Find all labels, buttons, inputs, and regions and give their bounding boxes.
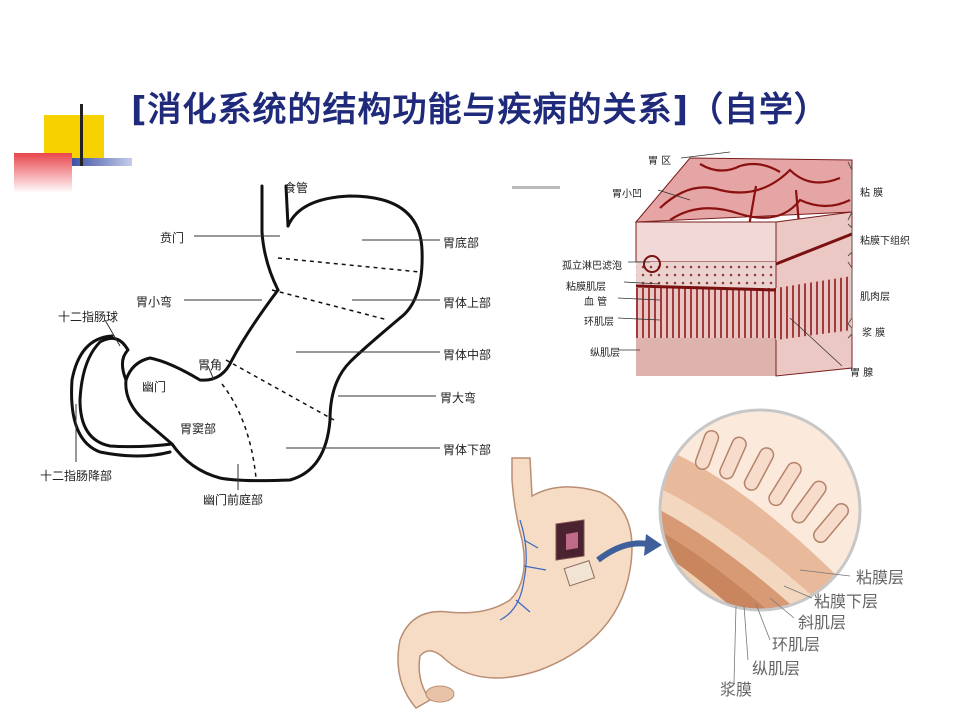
label-esophagus: 食管	[284, 181, 309, 195]
accent-gray-line	[512, 186, 560, 189]
label-circular-muscle-layer: 环肌层	[772, 635, 821, 654]
label-upper-body: 胃体上部	[443, 296, 492, 310]
label-serosa: 浆 膜	[862, 328, 886, 339]
label-oblique-muscle: 斜肌层	[798, 613, 847, 632]
label-angular-incisure: 胃角	[198, 358, 223, 372]
label-muscle-layer: 肌肉层	[860, 292, 890, 303]
accent-red-bar	[14, 153, 72, 193]
label-pyloric-antrum: 幽门前庭部	[203, 493, 264, 507]
slide-title: [消化系统的结构功能与疾病的关系]（自学）	[130, 90, 830, 130]
label-lower-body: 胃体下部	[443, 443, 492, 457]
label-descending-duodenum: 十二指肠降部	[40, 469, 113, 483]
label-gastric-gland: 胃 腺	[850, 368, 874, 379]
label-greater-curvature: 胃大弯	[440, 391, 477, 405]
accent-vertical-line	[80, 104, 83, 166]
accent-blue-bar	[72, 158, 132, 166]
label-muscularis-mucosae: 粘膜肌层	[566, 282, 606, 293]
label-middle-body: 胃体中部	[443, 348, 492, 362]
label-blood-vessel: 血 管	[584, 297, 608, 308]
label-lymph-follicle: 孤立淋巴滤泡	[562, 261, 622, 272]
label-submucosa-layer: 粘膜下层	[814, 592, 879, 611]
label-mucosa: 粘 膜	[860, 188, 884, 199]
label-gastric-area: 胃 区	[648, 156, 672, 167]
label-serosa-layer: 浆膜	[720, 680, 753, 699]
label-submucosa-tissue: 粘膜下组织	[860, 236, 910, 247]
label-circular-muscle: 环肌层	[584, 317, 614, 328]
label-lesser-curvature: 胃小弯	[136, 295, 173, 309]
label-cardia: 贲门	[160, 231, 185, 245]
label-longitudinal-muscle: 纵肌层	[590, 348, 620, 359]
label-duodenal-bulb: 十二指肠球	[58, 310, 119, 324]
label-mucosa-layer: 粘膜层	[856, 568, 905, 587]
label-longitudinal-muscle-layer: 纵肌层	[752, 659, 801, 678]
label-antrum: 胃窦部	[180, 422, 217, 436]
label-fundus: 胃底部	[443, 236, 480, 250]
label-pylorus: 幽门	[142, 380, 167, 394]
label-gastric-pit: 胃小凹	[612, 189, 642, 200]
